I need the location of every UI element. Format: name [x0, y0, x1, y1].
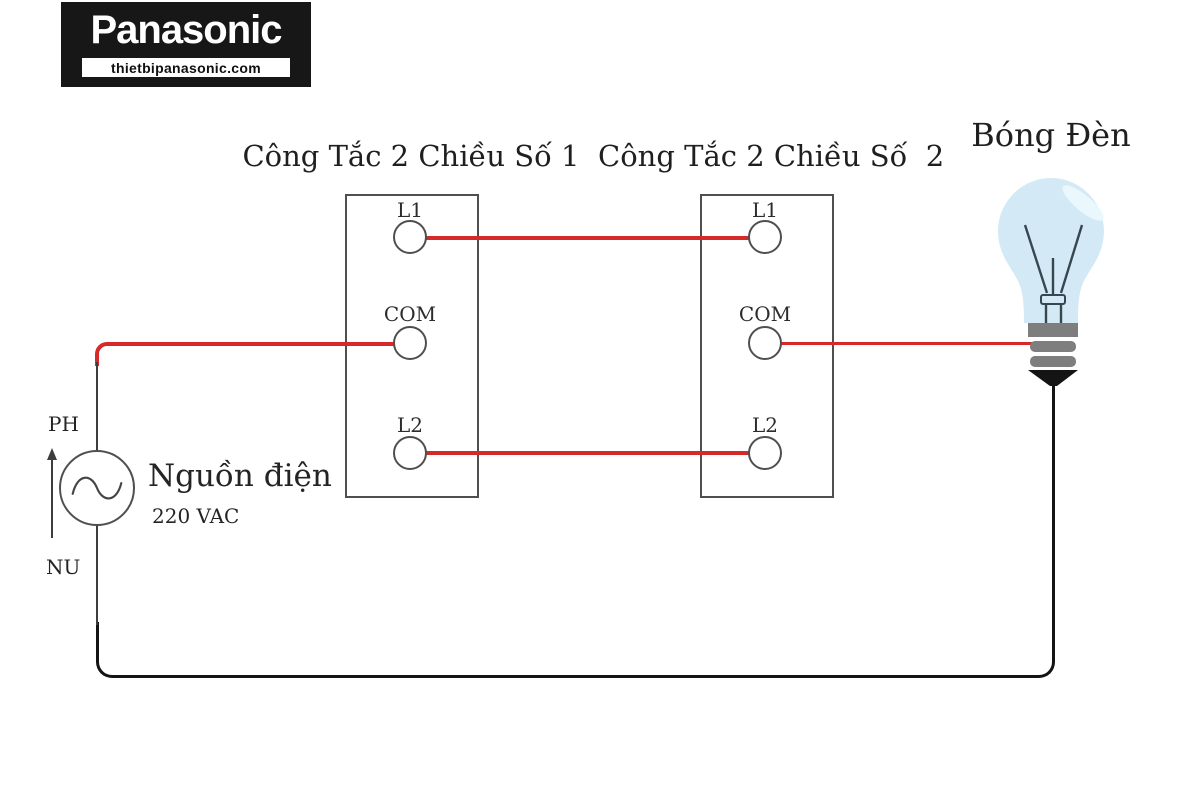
switch1-terminal-l2-circle — [393, 436, 427, 470]
source-name: Nguồn điện — [148, 458, 332, 494]
switch2-terminal-l2-circle — [748, 436, 782, 470]
source-voltage: 220 VAC — [152, 504, 240, 528]
neutral-wire-right-segment — [576, 374, 1055, 678]
neutral-label: NU — [46, 555, 81, 579]
switch1-terminal-com-circle — [393, 326, 427, 360]
wire-l2-to-l2 — [424, 451, 750, 455]
current-arrow-line — [51, 459, 53, 538]
switch2-terminal-l2-label: L2 — [751, 413, 778, 437]
switch2-terminal-com-circle — [748, 326, 782, 360]
switch1-terminal-com-label: COM — [383, 302, 437, 326]
switch1-terminal-l2-label: L2 — [396, 413, 423, 437]
switch2-terminal-l1-circle — [748, 220, 782, 254]
sine-wave-icon — [71, 476, 123, 500]
power-source-circle — [59, 450, 135, 526]
switch1-title: Công Tắc 2 Chiều Số 1 — [242, 139, 580, 173]
wire-source-to-com1 — [95, 342, 395, 366]
bulb-screw-base — [1028, 323, 1078, 386]
light-bulb-icon — [998, 178, 1104, 386]
switch1-terminal-l1-label: L1 — [396, 198, 423, 222]
current-arrow-head-icon — [47, 448, 57, 460]
bulb-tip — [1028, 370, 1078, 386]
panasonic-logo: Panasonic thietbipanasonic.com — [61, 2, 311, 87]
phase-label: PH — [48, 412, 79, 436]
logo-brand-text: Panasonic — [90, 8, 282, 52]
logo-website-bar: thietbipanasonic.com — [82, 58, 290, 77]
bulb-filament — [1023, 224, 1084, 323]
bulb-glass-highlight — [1062, 185, 1104, 221]
logo-website-text: thietbipanasonic.com — [111, 59, 261, 76]
phase-wire-upper-segment — [96, 362, 98, 452]
phase-wire-lower-segment — [96, 524, 98, 625]
neutral-wire-left-segment — [96, 622, 576, 678]
bulb-label: Bóng Đèn — [971, 116, 1131, 154]
switch2-terminal-l1-label: L1 — [751, 198, 778, 222]
wire-l1-to-l1 — [424, 236, 750, 240]
switch2-title: Công Tắc 2 Chiều Số 2 — [598, 139, 945, 173]
bulb-glass — [998, 178, 1104, 323]
switch2-terminal-com-label: COM — [738, 302, 792, 326]
switch1-terminal-l1-circle — [393, 220, 427, 254]
wire-com2-to-bulb — [780, 342, 1034, 345]
